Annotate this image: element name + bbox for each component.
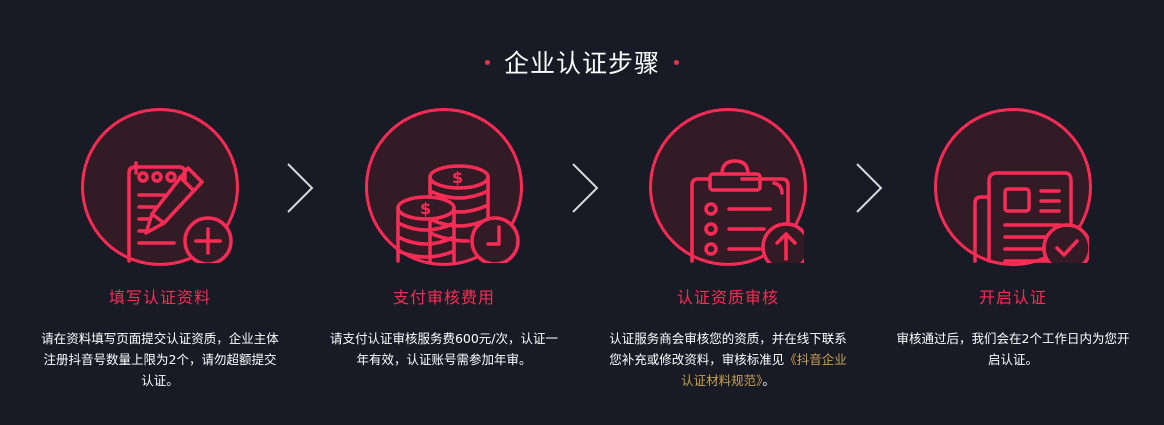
step-title: 认证资质审核 — [676, 288, 779, 307]
step-title: 支付审核费用 — [392, 288, 495, 307]
notepad-pencil-plus-icon — [127, 161, 233, 263]
step-description: 请在资料填写页面提交认证资质，企业主体注册抖音号数量上限为2个，请勿超额提交认证… — [41, 331, 279, 388]
desc-text-end: 。 — [762, 373, 775, 388]
step-title: 填写认证资料 — [108, 288, 211, 307]
document-check-icon — [973, 171, 1089, 263]
step-description: 审核通过后，我们会在2个工作日内为您开启认证。 — [896, 331, 1130, 367]
step-review: 认证资质审核 认证服务商会审核您的资质，并在线下联系您补充或修改资料，审核标准见… — [586, 108, 870, 391]
coins-clock-icon: $ $ — [396, 164, 520, 263]
step-icon-circle: $ $ — [365, 108, 523, 266]
step-description: 认证服务商会审核您的资质，并在线下联系您补充或修改资料，审核标准见《抖音企业认证… — [608, 328, 848, 391]
step-icon-circle — [649, 108, 807, 266]
chevron-right-icon — [572, 163, 599, 213]
spec-link[interactable]: 《抖音企业认证材料规范》 — [681, 352, 847, 388]
step-pay-fee: $ $ 支付审核费用 请支付认证审核服务费600元/次，认证一年有效，认证账号需… — [302, 108, 586, 370]
step-icon-circle — [81, 108, 239, 266]
step-title: 开启认证 — [978, 288, 1047, 307]
desc-text: 认证服务商会审核您的资质，并在线下联系您补充或修改资料，审核标准见 — [609, 331, 847, 367]
chevron-right-icon — [856, 163, 883, 213]
clipboard-upload-icon — [690, 159, 804, 263]
title-dot-left — [484, 59, 490, 65]
page-title: 企业认证步骤 — [503, 49, 660, 78]
svg-text:$: $ — [452, 168, 463, 187]
chevron-right-icon — [287, 163, 314, 213]
svg-text:$: $ — [420, 199, 431, 218]
step-icon-circle — [934, 108, 1092, 266]
step-description: 请支付认证审核服务费600元/次，认证一年有效，认证账号需参加年审。 — [329, 331, 559, 367]
section-header: 企业认证步骤 — [0, 44, 1164, 80]
title-dot-right — [674, 59, 679, 65]
step-fill-info: 填写认证资料 请在资料填写页面提交认证资质，企业主体注册抖音号数量上限为2个，请… — [18, 108, 302, 391]
step-activate: 开启认证 审核通过后，我们会在2个工作日内为您开启认证。 — [871, 108, 1155, 370]
